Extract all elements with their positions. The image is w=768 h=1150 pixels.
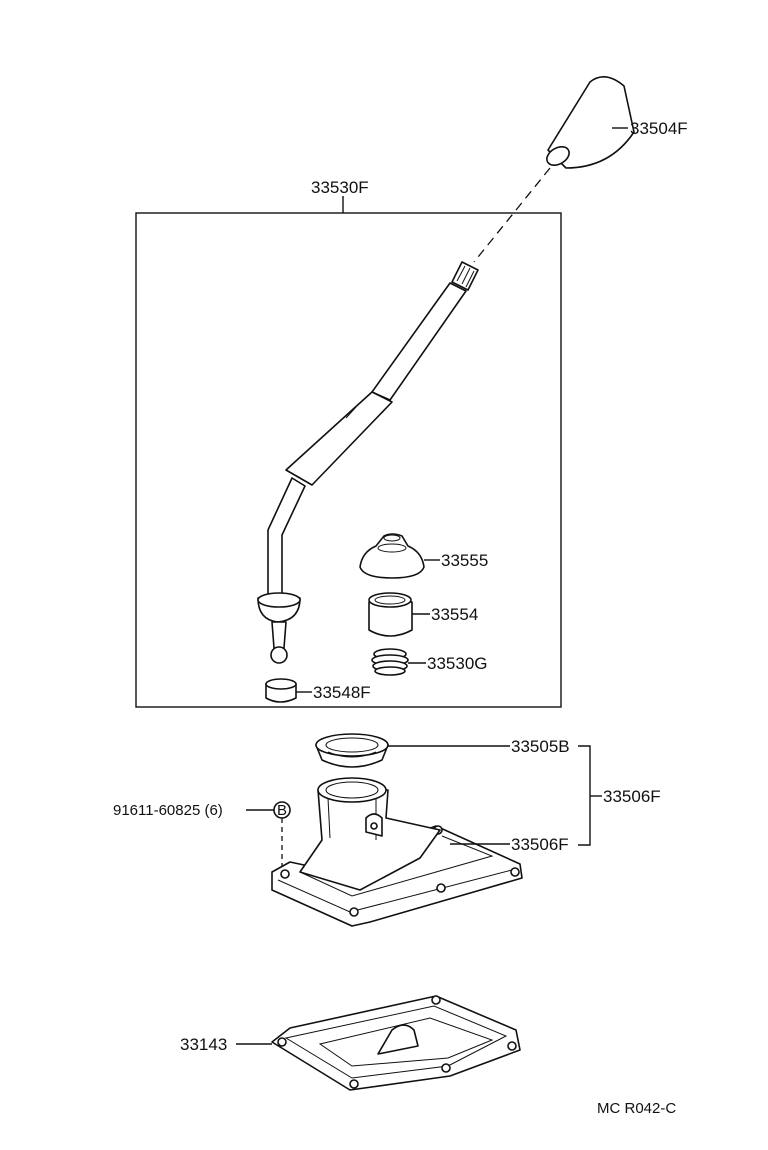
boot-part-number: 33555 (441, 551, 488, 570)
seat-part-number: 33548F (313, 683, 371, 702)
cover-part-number: 33143 (180, 1035, 227, 1054)
lever-seat[interactable] (265, 678, 297, 703)
lever-assembly-frame (135, 212, 562, 708)
shift-lever[interactable] (257, 261, 479, 664)
knob-alignment-line (473, 167, 551, 263)
shift-lever-retainer[interactable] (271, 777, 523, 927)
retainer-seal[interactable] (315, 733, 389, 768)
bolt-marker-letter: B (277, 802, 287, 819)
spring[interactable] (371, 648, 409, 676)
shift-lever-cover[interactable] (271, 995, 521, 1091)
lever-assembly-part-number: 33530F (311, 178, 369, 197)
spring-part-number: 33530G (427, 654, 488, 673)
bolt-marker[interactable]: B (273, 801, 291, 819)
shift-knob[interactable] (544, 76, 635, 169)
retainer-part-number: 33506F (511, 835, 569, 854)
drawing-code: MC R042-C (597, 1100, 676, 1117)
knob-part-number: 33504F (630, 119, 688, 138)
bushing-part-number: 33554 (431, 605, 478, 624)
bolt-part-number: 91611-60825 (6) (113, 802, 223, 819)
retainer-seal-part-number: 33505B (511, 737, 570, 756)
retainer-group-part-number: 33506F (603, 787, 661, 806)
shift-boot[interactable] (359, 533, 425, 579)
retainer-group-bracket (578, 745, 591, 846)
bushing[interactable] (368, 592, 413, 637)
